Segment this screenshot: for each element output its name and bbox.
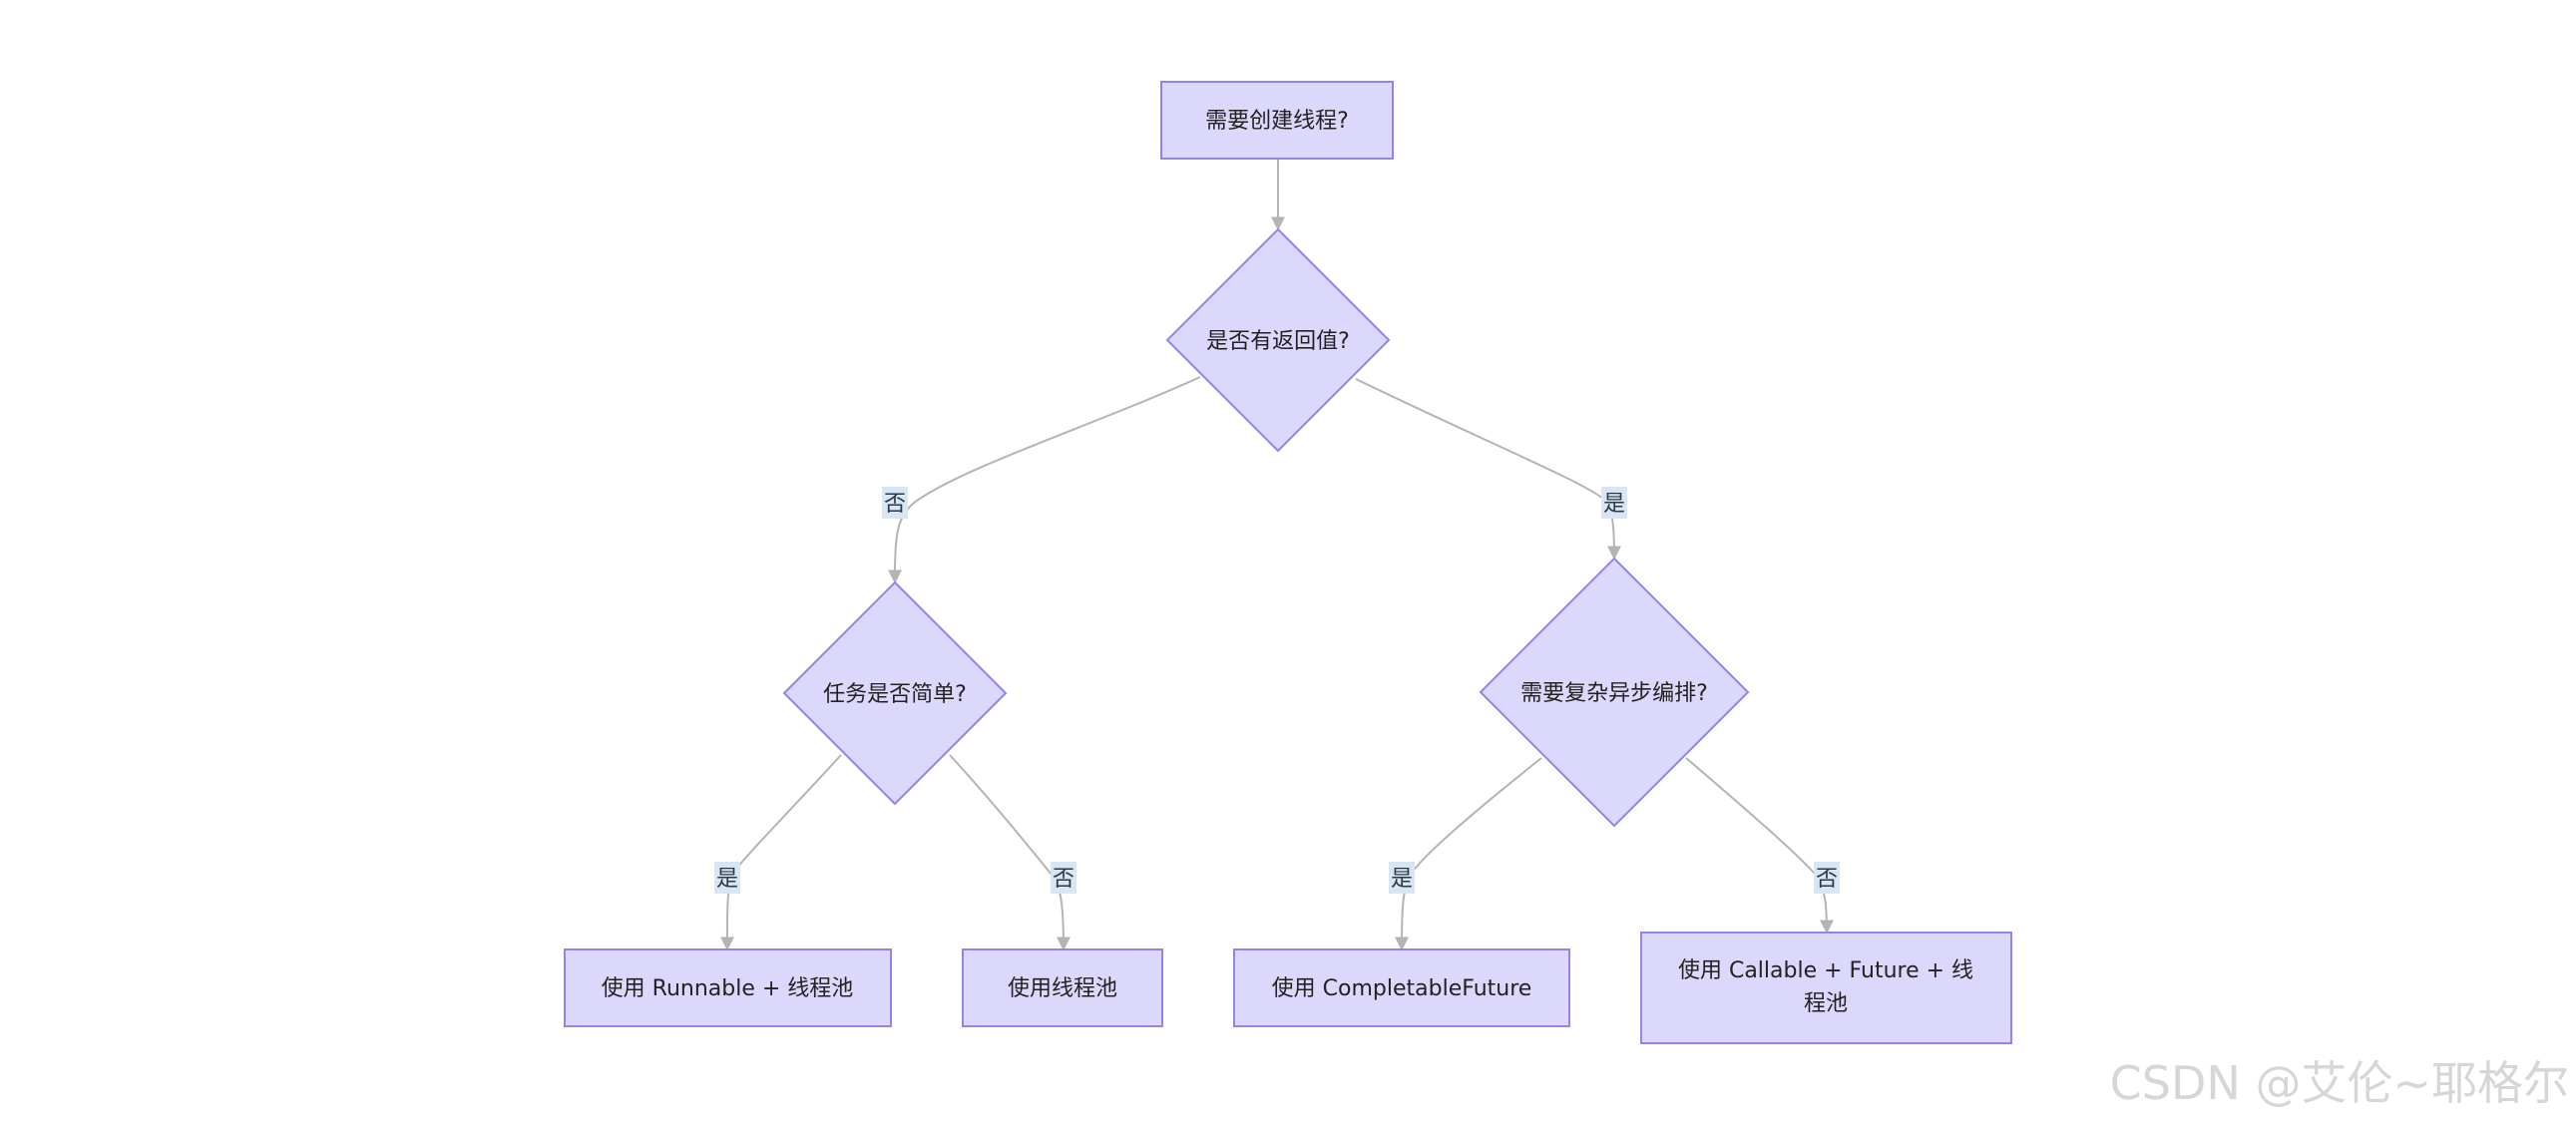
edge-async-yes [1395, 757, 1542, 951]
watermark: CSDN @艾伦~耶格尔 [2110, 1056, 2569, 1110]
svg-text:否: 否 [1816, 867, 1838, 892]
svg-text:程池: 程池 [1804, 991, 1848, 1016]
edge-label-return-no: 否 [882, 487, 908, 519]
result-runnable-threadpool: 使用 Runnable + 线程池 [564, 948, 892, 1027]
svg-text:否: 否 [884, 492, 906, 517]
decision-has-return-value: 是否有返回值? [1165, 227, 1391, 453]
edge-label-simple-no: 否 [1051, 862, 1076, 894]
svg-text:使用线程池: 使用线程池 [1008, 976, 1117, 1001]
svg-text:否: 否 [1053, 867, 1074, 892]
edge-simple-yes [719, 754, 842, 951]
svg-text:任务是否简单?: 任务是否简单? [823, 682, 967, 707]
edge-label-simple-yes: 是 [714, 862, 740, 894]
edge-return-yes [1355, 378, 1621, 561]
result-completablefuture: 使用 CompletableFuture [1233, 948, 1570, 1027]
edge-async-no [1685, 757, 1834, 935]
edge-return-no [888, 376, 1201, 584]
decision-task-simple: 任务是否简单? [782, 580, 1008, 806]
decision-complex-async: 需要复杂异步编排? [1479, 557, 1750, 828]
edge-label-return-yes: 是 [1601, 487, 1627, 519]
edge-simple-no [949, 754, 1071, 951]
svg-text:需要复杂异步编排?: 需要复杂异步编排? [1520, 681, 1708, 706]
svg-text:是否有返回值?: 是否有返回值? [1206, 329, 1350, 354]
svg-text:是: 是 [1603, 492, 1625, 517]
edge-label-async-yes: 是 [1389, 862, 1415, 894]
node-need-thread: 需要创建线程? [1160, 81, 1394, 160]
svg-text:使用 Callable + Future + 线: 使用 Callable + Future + 线 [1678, 958, 1973, 983]
svg-text:是: 是 [1391, 867, 1413, 892]
svg-text:使用 CompletableFuture: 使用 CompletableFuture [1272, 976, 1532, 1001]
result-callable-future-threadpool: 使用 Callable + Future + 线 程池 [1640, 932, 2012, 1044]
svg-text:是: 是 [716, 867, 738, 892]
svg-text:使用 Runnable + 线程池: 使用 Runnable + 线程池 [602, 976, 854, 1001]
svg-text:需要创建线程?: 需要创建线程? [1205, 109, 1349, 134]
result-threadpool: 使用线程池 [962, 948, 1163, 1027]
edge-label-async-no: 否 [1814, 862, 1840, 894]
